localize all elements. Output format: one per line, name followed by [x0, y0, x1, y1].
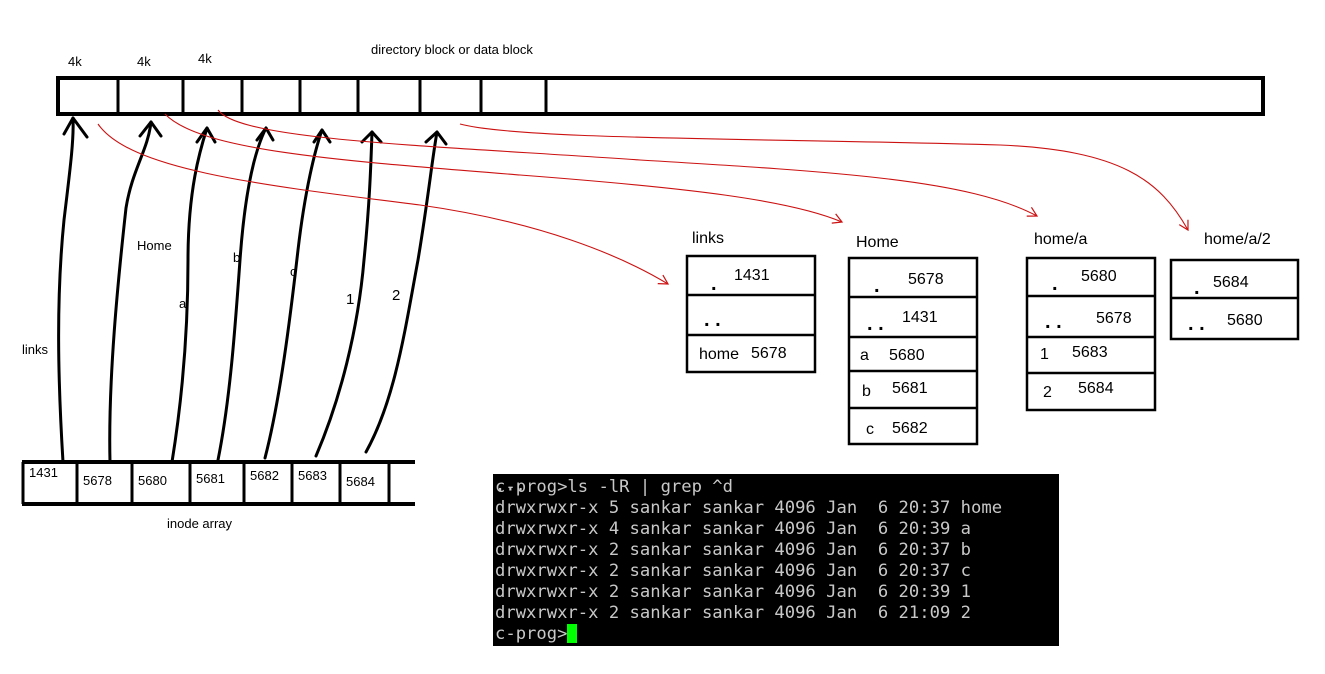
directory-title: Home	[856, 234, 899, 251]
data-block-outline	[56, 76, 1265, 116]
links-arrow	[57, 116, 75, 464]
entry-name: . .	[867, 313, 884, 335]
entry-name: 2	[1043, 384, 1052, 401]
directory-table-links: links . 1431 . . home 5678	[685, 230, 817, 374]
terminal-prompt-line[interactable]: c-prog>	[495, 624, 578, 645]
terminal-output-line: drwxrwxr-x 5 sankar sankar 4096 Jan 6 20…	[495, 498, 1003, 518]
entry-name: .	[1052, 273, 1058, 295]
terminal-cursor[interactable]	[567, 624, 578, 643]
terminal-scrolled-fragment: - ···	[495, 474, 526, 500]
entry-name: . .	[704, 309, 721, 331]
b-arrow-label: b	[233, 250, 240, 265]
c-arrow	[263, 128, 324, 460]
entry-name: c	[866, 421, 874, 438]
entry-name: .	[874, 275, 880, 297]
c-arrow-label: c	[290, 264, 297, 279]
entry-name: .	[1194, 277, 1200, 299]
terminal-command-line: c-prog>ls -lR | grep ^d	[495, 477, 733, 497]
red-arrow-links	[97, 123, 670, 285]
entry-inode: 5678	[751, 345, 787, 362]
terminal-output-line: drwxrwxr-x 2 sankar sankar 4096 Jan 6 20…	[495, 582, 971, 602]
links-arrow-label: links	[22, 342, 49, 357]
entry-name: b	[862, 383, 871, 400]
directory-table-home-a-2: home/a/2 . 5684 . . 5680	[1169, 231, 1300, 341]
entry-name: . .	[1045, 311, 1062, 333]
entry-name: home	[699, 346, 739, 363]
entry-inode: 5683	[1072, 344, 1108, 361]
entry-inode: 1431	[734, 267, 770, 284]
entry-inode: 5681	[892, 380, 928, 397]
b-arrow	[216, 126, 268, 462]
entry-inode: 5680	[1081, 268, 1117, 285]
data-block-row: 4k 4k 4k directory block or data block	[56, 42, 1265, 116]
inode-number: 5680	[138, 473, 167, 488]
inode-to-block-arrows	[57, 116, 448, 464]
1-arrow-label: 1	[346, 291, 354, 308]
inode-array-label: inode array	[167, 516, 233, 531]
directory-title: links	[692, 230, 724, 247]
entry-inode: 5684	[1213, 274, 1249, 291]
a-arrow	[170, 126, 209, 464]
entry-inode: 5678	[1096, 310, 1132, 327]
entry-name: .	[711, 273, 717, 295]
terminal-window[interactable]: - ··· c-prog>ls -lR | grep ^d drwxrwxr-x…	[493, 474, 1059, 646]
inode-array: 1431 5678 5680 5681 5682 5683 5684 inode…	[21, 460, 415, 531]
directory-title: home/a	[1034, 231, 1087, 248]
1-arrow	[314, 130, 374, 458]
block-to-directory-arrows	[97, 109, 1189, 285]
block-size-label: 4k	[68, 54, 82, 69]
2-arrow-label: 2	[392, 287, 400, 304]
block-size-label: 4k	[198, 51, 212, 66]
2-arrow	[364, 130, 439, 454]
red-arrow-home	[164, 113, 844, 224]
entry-name: 1	[1040, 346, 1049, 363]
terminal-output-line: drwxrwxr-x 2 sankar sankar 4096 Jan 6 21…	[495, 603, 971, 623]
entry-name: a	[860, 347, 869, 364]
directory-table-home: Home . 5678 . . 1431 a 5680 b 5681 c 568…	[847, 234, 979, 446]
data-block-title: directory block or data block	[371, 42, 533, 57]
home-arrow	[108, 120, 153, 464]
inode-number: 5683	[298, 468, 327, 483]
terminal-output-line: drwxrwxr-x 4 sankar sankar 4096 Jan 6 20…	[495, 519, 971, 539]
home-arrow-label: Home	[137, 238, 172, 253]
entry-inode: 5680	[889, 347, 925, 364]
terminal-prompt: c-prog>	[495, 624, 568, 644]
terminal-output-line: drwxrwxr-x 2 sankar sankar 4096 Jan 6 20…	[495, 561, 971, 581]
inode-number: 5684	[346, 474, 375, 489]
entry-inode: 5680	[1227, 312, 1263, 329]
inode-number: 5682	[250, 468, 279, 483]
inode-number: 1431	[29, 465, 58, 480]
terminal-output-line: drwxrwxr-x 2 sankar sankar 4096 Jan 6 20…	[495, 540, 971, 560]
inode-number: 5678	[83, 473, 112, 488]
red-arrow-home-a-2	[459, 123, 1189, 232]
entry-inode: 1431	[902, 309, 938, 326]
a-arrow-label: a	[179, 296, 187, 311]
entry-inode: 5684	[1078, 380, 1114, 397]
entry-inode: 5682	[892, 420, 928, 437]
directory-title: home/a/2	[1204, 231, 1271, 248]
inode-number: 5681	[196, 471, 225, 486]
entry-name: . .	[1188, 313, 1205, 335]
data-block-dividers	[116, 78, 548, 114]
block-size-label: 4k	[137, 54, 151, 69]
red-arrow-home-a	[217, 109, 1039, 217]
entry-inode: 5678	[908, 271, 944, 288]
directory-table-home-a: home/a . 5680 . . 5678 1 5683 2 5684	[1025, 231, 1157, 412]
